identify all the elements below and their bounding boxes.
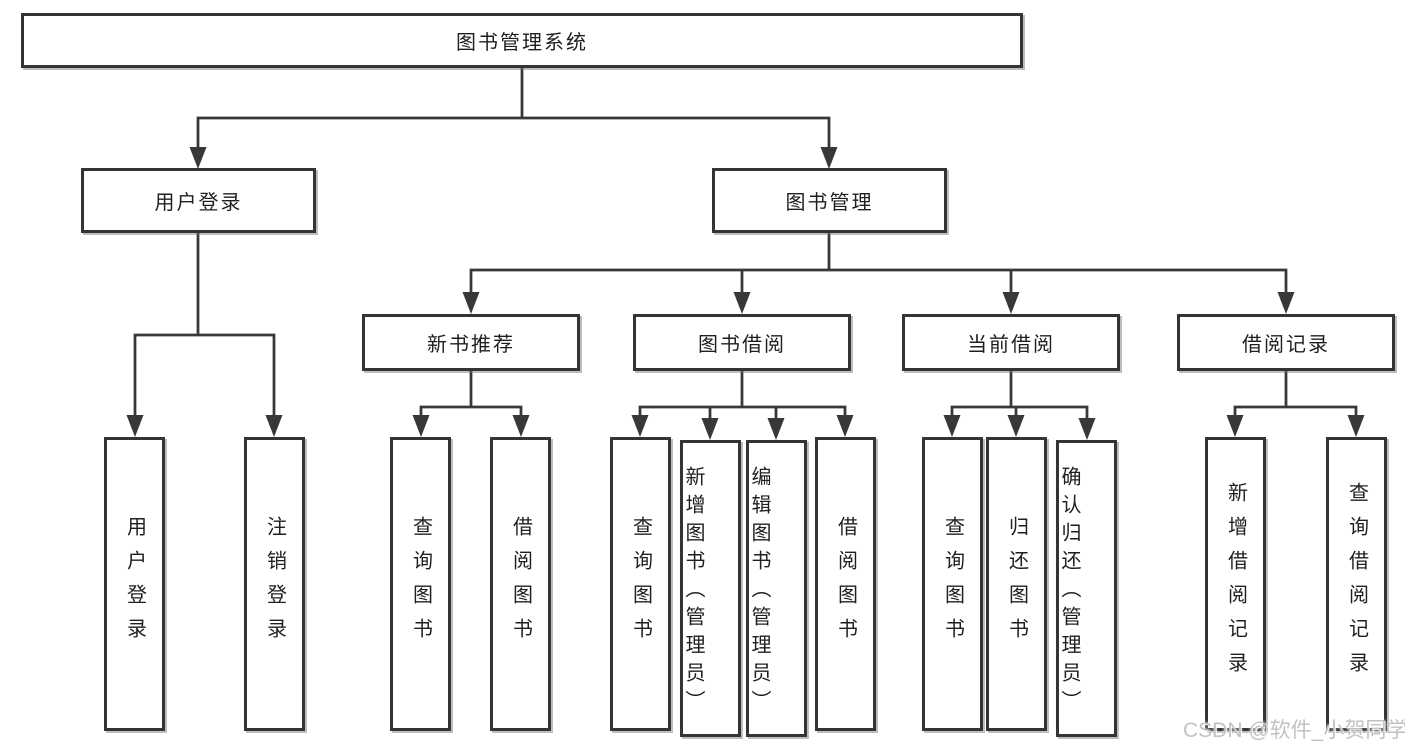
node-label: 查询图书: [629, 516, 652, 652]
node-label: 查询图书: [941, 516, 964, 652]
node-bb-add-books-admin: 新增图书（管理员）: [680, 440, 741, 737]
csdn-watermark: CSDN @软件_小贺同学: [1183, 719, 1405, 742]
node-bb-borrow-books: 借阅图书: [815, 437, 876, 731]
node-nb-query-books: 查询图书: [390, 437, 451, 731]
node-root: 图书管理系统: [21, 13, 1023, 68]
node-cb-confirm-return-admin: 确认归还（管理员）: [1056, 440, 1117, 737]
node-label: 确认归还（管理员）: [1058, 466, 1080, 718]
node-label: 查询借阅记录: [1345, 482, 1368, 686]
node-label: 用户登录: [123, 516, 146, 652]
node-book-mgmt: 图书管理: [712, 168, 947, 233]
node-label: 新增借阅记录: [1224, 482, 1247, 686]
node-label: 查询图书: [409, 516, 432, 652]
node-cb-query-books: 查询图书: [922, 437, 983, 731]
node-br-query-record: 查询借阅记录: [1326, 437, 1387, 731]
node-label: 注销登录: [263, 516, 286, 652]
node-label: 图书管理系统: [456, 32, 588, 54]
node-new-book-recommend: 新书推荐: [362, 314, 580, 371]
node-label: 借阅图书: [834, 516, 857, 652]
node-bb-query-books: 查询图书: [610, 437, 671, 731]
node-label: 编辑图书（管理员）: [748, 466, 770, 718]
node-borrow-record: 借阅记录: [1177, 314, 1395, 371]
node-label: 当前借阅: [967, 334, 1055, 356]
node-label: 新书推荐: [427, 334, 515, 356]
node-book-borrow: 图书借阅: [633, 314, 851, 371]
node-user-login-leaf: 用户登录: [104, 437, 165, 731]
node-label: 用户登录: [154, 192, 243, 214]
node-label: 图书管理: [785, 192, 874, 214]
node-label: 新增图书（管理员）: [682, 466, 704, 718]
node-user-login: 用户登录: [81, 168, 316, 233]
node-br-add-record: 新增借阅记录: [1205, 437, 1266, 731]
node-nb-borrow-books: 借阅图书: [490, 437, 551, 731]
node-cb-return-books: 归还图书: [986, 437, 1047, 731]
node-current-borrow: 当前借阅: [902, 314, 1120, 371]
node-label: 借阅记录: [1242, 334, 1330, 356]
node-logout-leaf: 注销登录: [244, 437, 305, 731]
node-label: 借阅图书: [509, 516, 532, 652]
node-label: 归还图书: [1005, 516, 1028, 652]
node-bb-edit-books-admin: 编辑图书（管理员）: [746, 440, 807, 737]
node-label: 图书借阅: [698, 334, 786, 356]
